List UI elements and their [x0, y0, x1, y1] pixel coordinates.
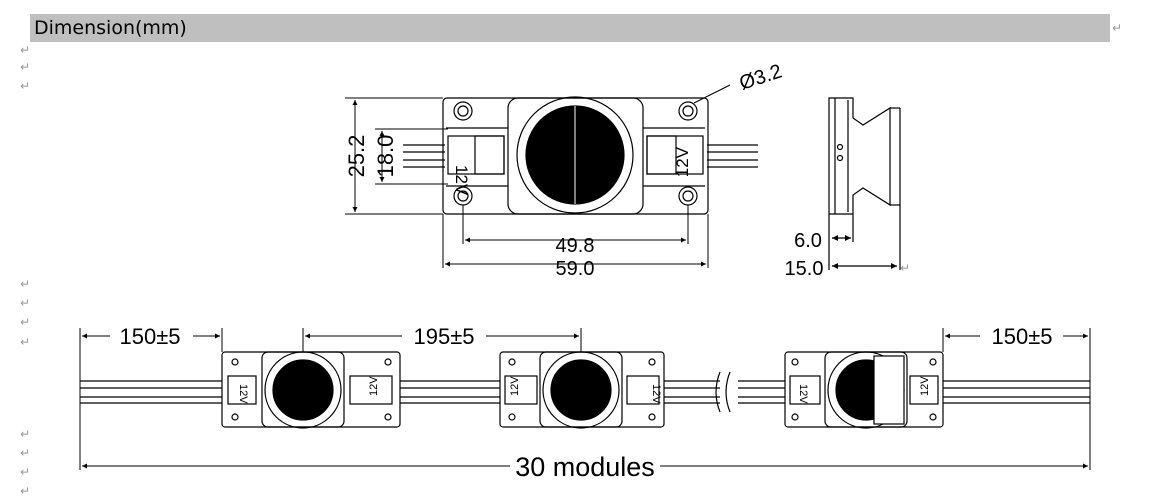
- paragraph-mark: ↵: [20, 427, 31, 441]
- paragraph-mark: ↵: [20, 484, 31, 498]
- lead-left-label: 150±5: [119, 324, 180, 349]
- voltage-label: 12V: [797, 384, 809, 404]
- top-view-dimension-lines: [345, 84, 731, 268]
- total-length-label: 59.0: [556, 258, 595, 280]
- section-title: Dimension(mm): [34, 17, 187, 39]
- paragraph-mark: ↵: [20, 43, 31, 57]
- paragraph-mark: ↵: [20, 465, 31, 479]
- paragraph-mark: ↵: [20, 315, 31, 329]
- paragraph-mark: ↵: [20, 446, 31, 460]
- chain-wires: [80, 371, 1090, 413]
- hole-diameter-label: Ø3.2: [737, 60, 785, 94]
- voltage-label: 12V: [919, 376, 931, 396]
- chain-module-2: [499, 351, 665, 429]
- section-header: Dimension(mm): [30, 14, 1110, 42]
- paragraph-mark: ↵: [20, 277, 31, 291]
- voltage-label: 12V: [237, 384, 249, 404]
- total-height-label: 15.0: [785, 258, 824, 280]
- voltage-label: 12V: [368, 376, 380, 396]
- chain-module-3: [784, 351, 944, 429]
- paragraph-mark: ↵: [20, 335, 31, 349]
- chain-dimension-lines: [79, 328, 1091, 470]
- top-view-module: [403, 96, 758, 215]
- voltage-label: 12V: [509, 376, 521, 396]
- hole-spacing-label: 49.8: [556, 235, 595, 257]
- base-thickness-label: 6.0: [794, 230, 822, 252]
- paragraph-mark: ↵: [900, 261, 911, 275]
- paragraph-mark: ↵: [20, 60, 31, 74]
- side-view-module: [828, 97, 901, 270]
- paragraph-mark: ↵: [20, 296, 31, 310]
- module-pitch-label: 195±5: [413, 324, 474, 349]
- paragraph-mark: ↵: [1112, 21, 1123, 35]
- lead-right-label: 150±5: [991, 324, 1052, 349]
- paragraph-mark: ↵: [20, 79, 31, 93]
- height-outer-label: 25.2: [344, 135, 369, 178]
- voltage-label: 12V: [452, 165, 471, 196]
- total-modules-label: 30 modules: [515, 452, 655, 482]
- voltage-label: 12V: [650, 384, 662, 404]
- height-inner-label: 18.0: [373, 135, 398, 178]
- voltage-label: 12V: [673, 146, 692, 177]
- chain-module-1: [221, 351, 401, 429]
